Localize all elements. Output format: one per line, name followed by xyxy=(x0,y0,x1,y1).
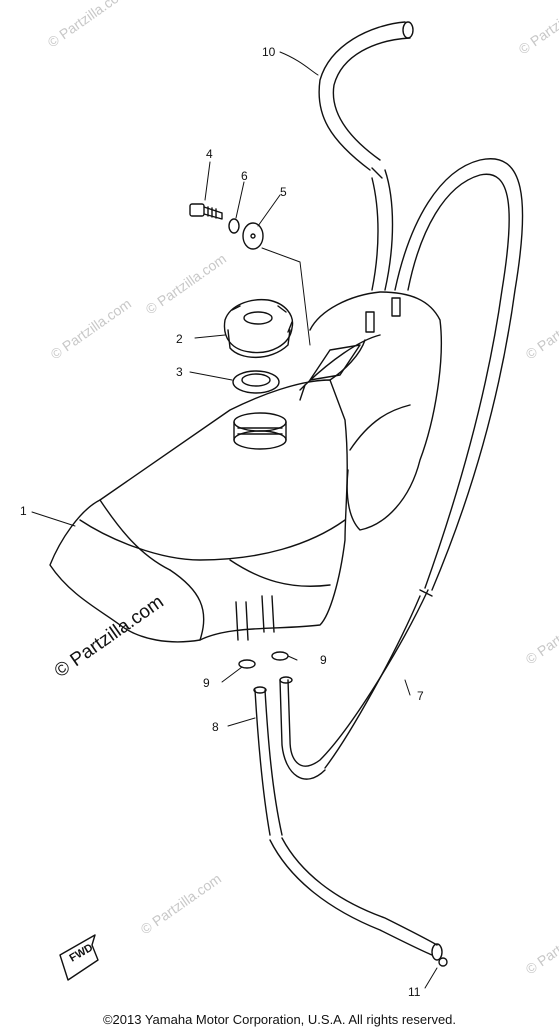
callout-5: 5 xyxy=(280,185,287,199)
watermark: © Partzilla.com xyxy=(523,295,559,362)
callout-11: 11 xyxy=(408,985,421,999)
washer-6 xyxy=(228,218,240,234)
watermark: © Partzilla.com xyxy=(45,0,131,50)
clamp-11 xyxy=(431,943,448,967)
hose-7 xyxy=(279,158,524,780)
watermark-main: © Partzilla.com xyxy=(51,591,168,682)
fwd-arrow-icon xyxy=(59,934,99,981)
washer-5 xyxy=(242,222,264,250)
clamp-9-right xyxy=(271,651,289,661)
filler-neck xyxy=(233,412,287,450)
callout-8: 8 xyxy=(212,720,219,734)
watermark: © Partzilla.com xyxy=(516,0,559,57)
watermark: © Partzilla.com xyxy=(138,870,224,937)
callout-9-left: 9 xyxy=(203,676,210,690)
watermark: © Partzilla.com xyxy=(143,250,229,317)
watermark: © Partzilla.com xyxy=(523,600,559,667)
hose-10 xyxy=(318,21,414,291)
fwd-label: FWD xyxy=(68,942,96,965)
fuel-tank-1 xyxy=(49,291,442,643)
leader-lines xyxy=(31,51,438,989)
callout-labels: 10 4 6 5 2 3 1 9 9 7 8 11 xyxy=(20,45,424,999)
fuel-cap-2 xyxy=(223,298,294,358)
callout-9-right: 9 xyxy=(320,653,327,667)
watermark-group: © Partzilla.com © Partzilla.com © Partzi… xyxy=(45,0,559,977)
gasket-3 xyxy=(232,370,280,394)
watermark: © Partzilla.com xyxy=(523,910,559,977)
copyright-notice: ©2013 Yamaha Motor Corporation, U.S.A. A… xyxy=(102,1012,457,1027)
callout-3: 3 xyxy=(176,365,183,379)
callout-4: 4 xyxy=(206,147,213,161)
callout-2: 2 xyxy=(176,332,183,346)
hose-8 xyxy=(253,676,438,956)
clamp-9-left xyxy=(238,659,256,669)
callout-7: 7 xyxy=(417,689,424,703)
callout-10: 10 xyxy=(262,45,276,59)
bolt-4 xyxy=(189,203,223,220)
watermark: © Partzilla.com xyxy=(48,295,134,362)
callout-6: 6 xyxy=(241,169,248,183)
callout-1: 1 xyxy=(20,504,27,518)
